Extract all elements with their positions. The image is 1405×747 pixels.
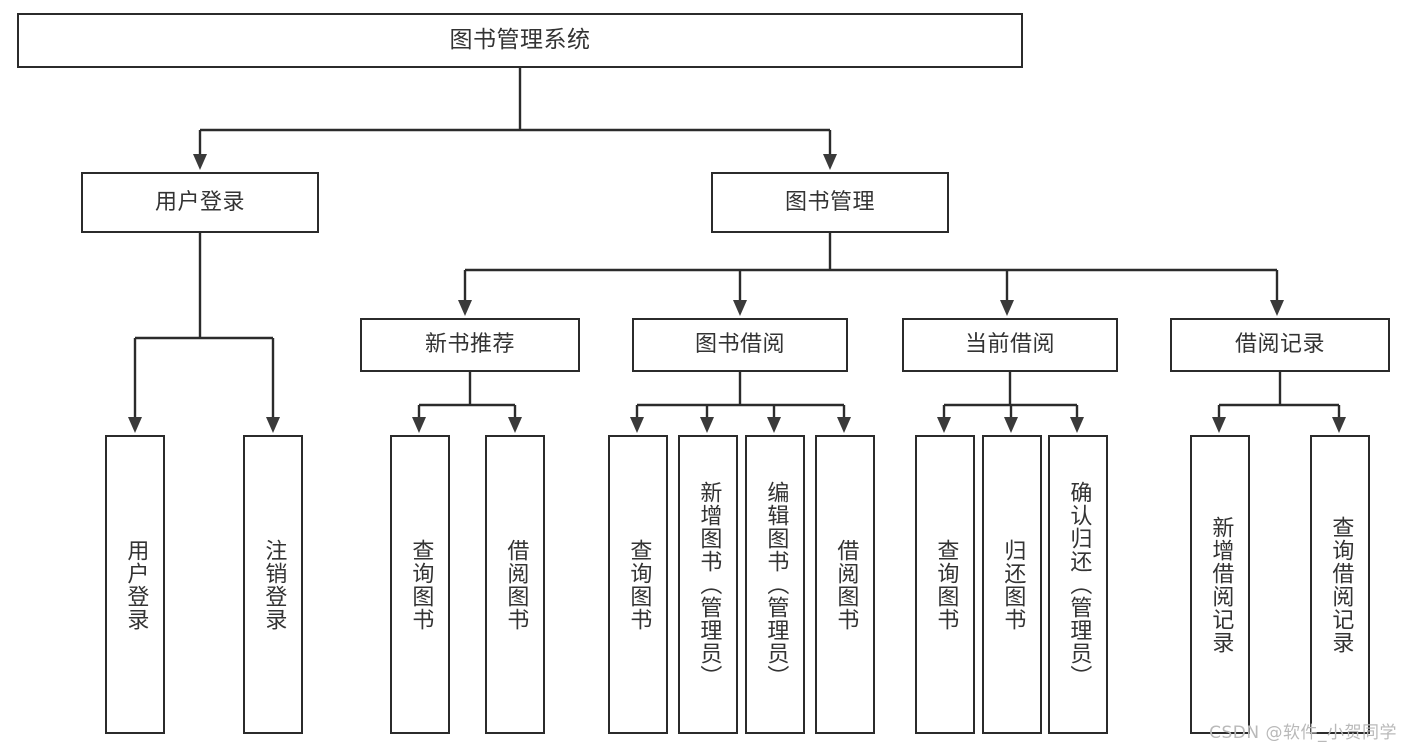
- node-leaf-add-borrow-record[interactable]: 新增借阅记录: [1190, 435, 1250, 734]
- node-leaf-add-book-admin[interactable]: 新增图书（管理员）: [678, 435, 738, 734]
- node-book-manage[interactable]: 图书管理: [711, 172, 949, 233]
- node-borrow-record[interactable]: 借阅记录: [1170, 318, 1390, 372]
- arrowhead-icon-current-to-leaves-0: [937, 417, 951, 433]
- node-label: 借阅图书: [833, 538, 859, 631]
- node-label: 借阅图书: [503, 538, 529, 631]
- node-leaf-logout[interactable]: 注销登录: [243, 435, 303, 734]
- node-label: 查询借阅记录: [1328, 515, 1354, 654]
- node-label: 归还图书: [1000, 538, 1026, 631]
- node-leaf-user-login[interactable]: 用户登录: [105, 435, 165, 734]
- arrowhead-icon-recommend-to-leaves-1: [508, 417, 522, 433]
- arrowhead-icon-record-to-leaves-0: [1212, 417, 1226, 433]
- arrowhead-icon-user-login-to-leaves-1: [266, 417, 280, 433]
- arrowhead-icon-book-manage-to-level2-2: [1000, 300, 1014, 316]
- node-label: 用户登录: [154, 189, 245, 215]
- node-current-borrow[interactable]: 当前借阅: [902, 318, 1118, 372]
- arrowhead-icon-user-login-to-leaves-0: [128, 417, 142, 433]
- node-label: 查询图书: [933, 538, 959, 631]
- arrowhead-icon-recommend-to-leaves-0: [412, 417, 426, 433]
- node-label: 图书管理系统: [449, 27, 591, 53]
- node-label: 新增图书（管理员）: [696, 481, 722, 688]
- arrowhead-icon-borrow-to-leaves-0: [630, 417, 644, 433]
- node-leaf-query-borrow-record[interactable]: 查询借阅记录: [1310, 435, 1370, 734]
- arrowhead-icon-book-manage-to-level2-1: [733, 300, 747, 316]
- node-leaf-query-book-current[interactable]: 查询图书: [915, 435, 975, 734]
- node-label: 用户登录: [123, 538, 149, 631]
- node-label: 图书借阅: [694, 332, 785, 357]
- node-leaf-query-book-borrow[interactable]: 查询图书: [608, 435, 668, 734]
- node-root[interactable]: 图书管理系统: [17, 13, 1023, 68]
- arrowhead-icon-book-manage-to-level2-0: [458, 300, 472, 316]
- node-leaf-borrow-book[interactable]: 借阅图书: [815, 435, 875, 734]
- watermark-text: CSDN @软件_小贺同学: [1209, 723, 1397, 743]
- node-label: 当前借阅: [964, 332, 1055, 357]
- arrowhead-icon-borrow-to-leaves-1: [700, 417, 714, 433]
- node-book-borrow[interactable]: 图书借阅: [632, 318, 848, 372]
- node-new-book-recommend[interactable]: 新书推荐: [360, 318, 580, 372]
- arrowhead-icon-current-to-leaves-1: [1004, 417, 1018, 433]
- arrowhead-icon-root-to-level1-0: [193, 154, 207, 170]
- arrowhead-icon-borrow-to-leaves-3: [837, 417, 851, 433]
- arrowhead-icon-borrow-to-leaves-2: [767, 417, 781, 433]
- node-label: 新增借阅记录: [1208, 515, 1234, 654]
- node-label: 注销登录: [261, 538, 287, 631]
- node-leaf-return-book[interactable]: 归还图书: [982, 435, 1042, 734]
- node-leaf-query-book-rec[interactable]: 查询图书: [390, 435, 450, 734]
- node-leaf-borrow-book-rec[interactable]: 借阅图书: [485, 435, 545, 734]
- node-label: 编辑图书（管理员）: [763, 481, 789, 688]
- node-label: 确认归还（管理员）: [1066, 481, 1092, 688]
- node-label: 新书推荐: [424, 332, 515, 357]
- node-label: 查询图书: [408, 538, 434, 631]
- node-label: 查询图书: [626, 538, 652, 631]
- arrowhead-icon-current-to-leaves-2: [1070, 417, 1084, 433]
- arrowhead-icon-record-to-leaves-1: [1332, 417, 1346, 433]
- node-label: 借阅记录: [1234, 332, 1325, 357]
- node-user-login[interactable]: 用户登录: [81, 172, 319, 233]
- arrowhead-icon-book-manage-to-level2-3: [1270, 300, 1284, 316]
- node-leaf-confirm-return-admin[interactable]: 确认归还（管理员）: [1048, 435, 1108, 734]
- arrowhead-icon-root-to-level1-1: [823, 154, 837, 170]
- node-label: 图书管理: [784, 189, 875, 215]
- node-leaf-edit-book-admin[interactable]: 编辑图书（管理员）: [745, 435, 805, 734]
